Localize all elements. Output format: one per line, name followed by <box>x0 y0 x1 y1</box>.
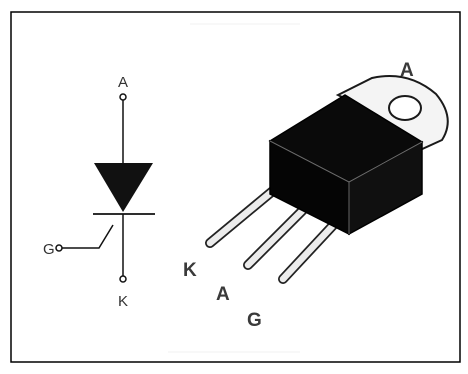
pin-label-g: G <box>247 310 262 331</box>
pin-label-a: A <box>216 284 230 305</box>
gate-lead <box>62 224 114 249</box>
anode-terminal <box>119 93 127 101</box>
symbol-cathode-label: K <box>118 293 128 310</box>
tab-anode-label: A <box>400 60 414 81</box>
package-body <box>268 94 424 236</box>
gate-terminal <box>55 244 63 252</box>
cathode-terminal <box>119 275 127 283</box>
symbol-gate-label: G <box>43 241 55 258</box>
package-illustration: A K A G <box>183 60 449 331</box>
mounting-hole <box>388 95 422 121</box>
pin-label-k: K <box>183 260 197 281</box>
thyristor-symbol: A K G <box>43 74 155 310</box>
symbol-anode-label: A <box>118 74 128 91</box>
diode-triangle <box>94 163 153 212</box>
